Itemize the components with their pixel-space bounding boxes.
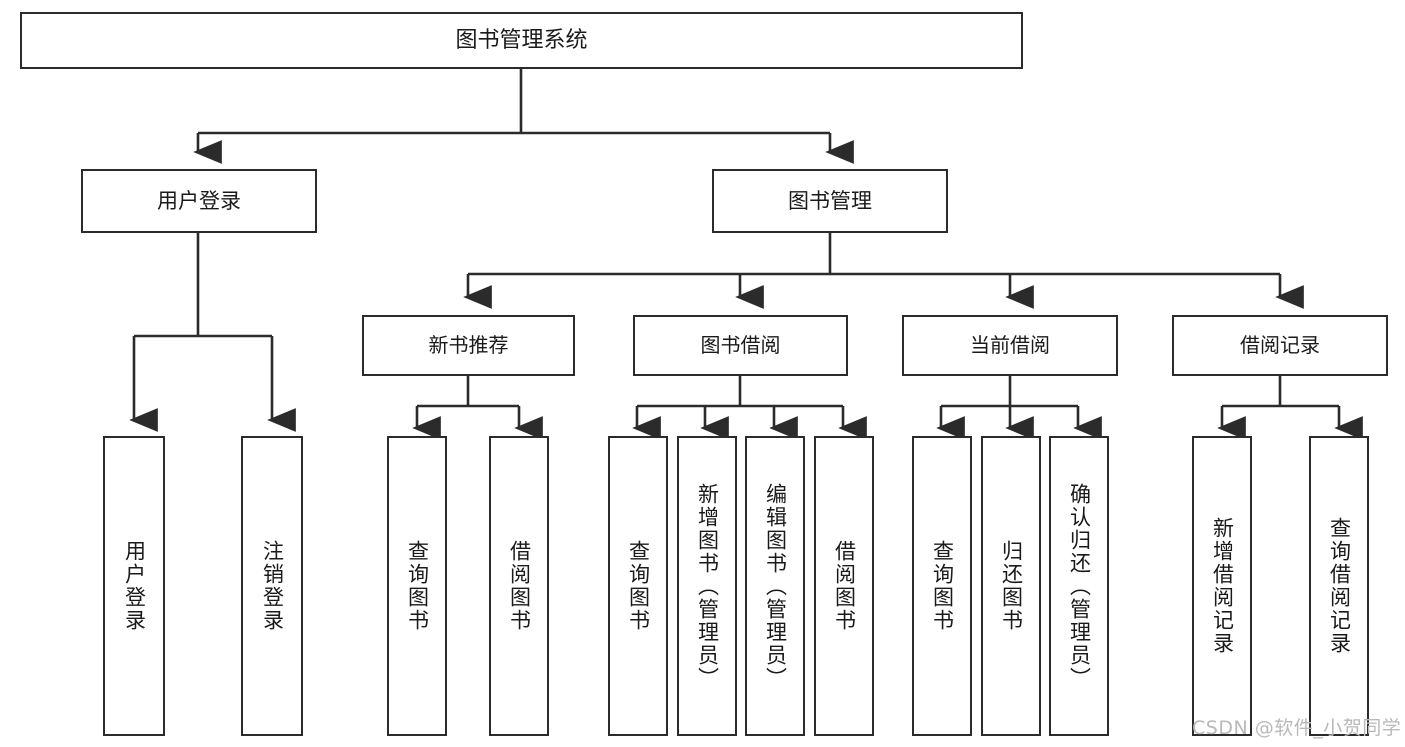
leaf-label: 查询图书 xyxy=(626,540,651,632)
leaf-label: 新增借阅记录 xyxy=(1210,517,1235,655)
node-root-label: 图书管理系统 xyxy=(455,27,588,53)
leaf-label: 注销登录 xyxy=(260,540,285,632)
node-book-borrow-label: 图书借阅 xyxy=(700,332,781,357)
node-borrow-record-label: 借阅记录 xyxy=(1240,332,1320,357)
node-new-book-recommend[interactable]: 新书推荐 xyxy=(362,315,575,376)
leaf-label: 确认归还（管理员） xyxy=(1067,482,1092,690)
node-root[interactable]: 图书管理系统 xyxy=(20,12,1023,69)
leaf-record-add[interactable]: 新增借阅记录 xyxy=(1192,436,1252,736)
leaf-borrow-add-book[interactable]: 新增图书（管理员） xyxy=(677,436,737,736)
leaf-new-book-query[interactable]: 查询图书 xyxy=(387,436,447,736)
leaf-borrow-query-book[interactable]: 查询图书 xyxy=(608,436,668,736)
leaf-label: 编辑图书（管理员） xyxy=(763,482,788,690)
node-book-management-label: 图书管理 xyxy=(788,188,872,213)
leaf-label: 借阅图书 xyxy=(832,540,857,632)
leaf-user-login-login[interactable]: 用户登录 xyxy=(103,436,165,736)
leaf-current-confirm-return[interactable]: 确认归还（管理员） xyxy=(1049,436,1109,736)
leaf-label: 新增图书（管理员） xyxy=(695,482,720,690)
watermark: CSDN @软件_小贺同学 xyxy=(1192,717,1402,739)
leaf-label: 借阅图书 xyxy=(507,540,532,632)
leaf-borrow-edit-book[interactable]: 编辑图书（管理员） xyxy=(745,436,805,736)
leaf-new-book-borrow[interactable]: 借阅图书 xyxy=(489,436,549,736)
node-new-book-recommend-label: 新书推荐 xyxy=(428,332,509,357)
node-user-login-label: 用户登录 xyxy=(157,188,241,213)
leaf-current-return-book[interactable]: 归还图书 xyxy=(981,436,1041,736)
leaf-label: 用户登录 xyxy=(122,540,147,632)
node-user-login[interactable]: 用户登录 xyxy=(81,169,317,233)
node-book-management[interactable]: 图书管理 xyxy=(712,169,948,233)
node-borrow-record[interactable]: 借阅记录 xyxy=(1172,315,1388,376)
leaf-borrow-borrow-book[interactable]: 借阅图书 xyxy=(814,436,874,736)
node-current-borrow[interactable]: 当前借阅 xyxy=(902,315,1118,376)
leaf-label: 查询图书 xyxy=(405,540,430,632)
leaf-user-login-logout[interactable]: 注销登录 xyxy=(241,436,303,736)
leaf-label: 查询图书 xyxy=(930,540,955,632)
node-book-borrow[interactable]: 图书借阅 xyxy=(633,315,848,376)
node-current-borrow-label: 当前借阅 xyxy=(970,332,1050,357)
leaf-current-query-book[interactable]: 查询图书 xyxy=(912,436,972,736)
leaf-label: 查询借阅记录 xyxy=(1327,517,1352,655)
leaf-record-query[interactable]: 查询借阅记录 xyxy=(1309,436,1369,736)
leaf-label: 归还图书 xyxy=(999,540,1024,632)
